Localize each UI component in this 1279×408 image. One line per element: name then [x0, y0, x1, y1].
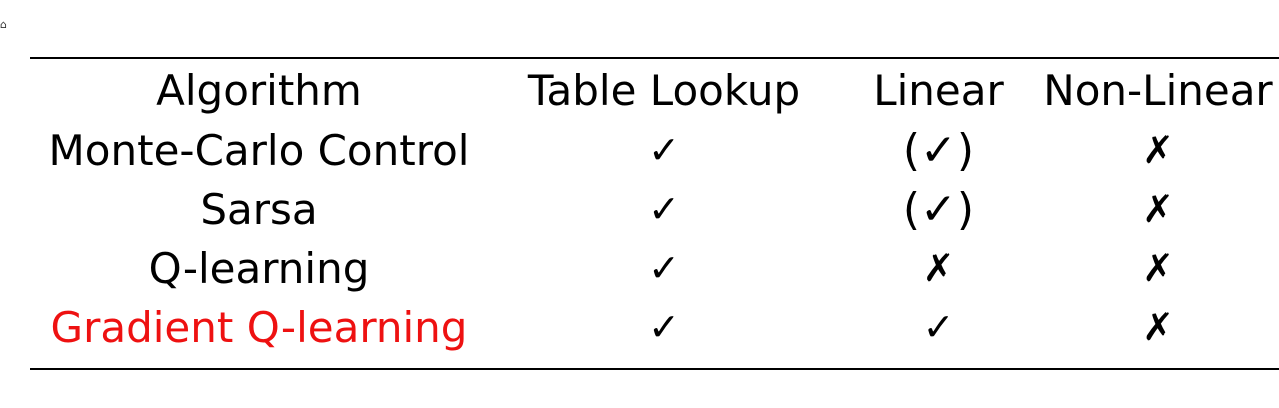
cross-icon: ✗	[1142, 128, 1174, 172]
header-algorithm: Algorithm	[156, 66, 362, 115]
header-table-lookup: Table Lookup	[527, 66, 801, 115]
cross-icon: ✗	[1142, 187, 1174, 231]
check-icon: ✓	[922, 305, 955, 349]
algorithm-cell: Sarsa	[200, 185, 318, 234]
check-icon: ✓	[648, 305, 680, 349]
header-non-linear: Non-Linear	[1043, 66, 1273, 115]
cross-icon: ✗	[922, 246, 955, 290]
header-row: Algorithm Table Lookup Linear Non-Linear	[30, 60, 1279, 121]
algorithm-cell: Q-learning	[148, 244, 370, 293]
check-icon: ✓	[648, 246, 680, 290]
check-icon: ✓	[648, 128, 680, 172]
table-body: Monte-Carlo Control ✓ (✓) ✗ Sarsa ✓ (✓) …	[30, 121, 1279, 357]
table-row: Sarsa ✓ (✓) ✗	[30, 180, 1279, 239]
table-row: Gradient Q-learning ✓ ✓ ✗	[30, 298, 1279, 357]
table-row: Q-learning ✓ ✗ ✗	[30, 239, 1279, 298]
top-rule	[30, 57, 1279, 59]
table-row: Monte-Carlo Control ✓ (✓) ✗	[30, 121, 1279, 180]
table-header: Algorithm Table Lookup Linear Non-Linear	[30, 60, 1279, 121]
parenthesized-check-icon: (✓)	[902, 184, 975, 235]
comparison-table: Algorithm Table Lookup Linear Non-Linear…	[30, 60, 1279, 357]
parenthesized-check-icon: (✓)	[902, 125, 975, 176]
check-icon: ✓	[648, 187, 680, 231]
corner-glyph-icon: ⌂	[0, 18, 7, 31]
cross-icon: ✗	[1142, 305, 1174, 349]
bottom-rule	[30, 368, 1279, 370]
algorithm-cell-highlighted: Gradient Q-learning	[50, 303, 468, 352]
algorithm-cell: Monte-Carlo Control	[48, 126, 470, 175]
comparison-table-wrapper: Algorithm Table Lookup Linear Non-Linear…	[30, 60, 1279, 357]
header-linear: Linear	[873, 66, 1004, 115]
cross-icon: ✗	[1142, 246, 1174, 290]
